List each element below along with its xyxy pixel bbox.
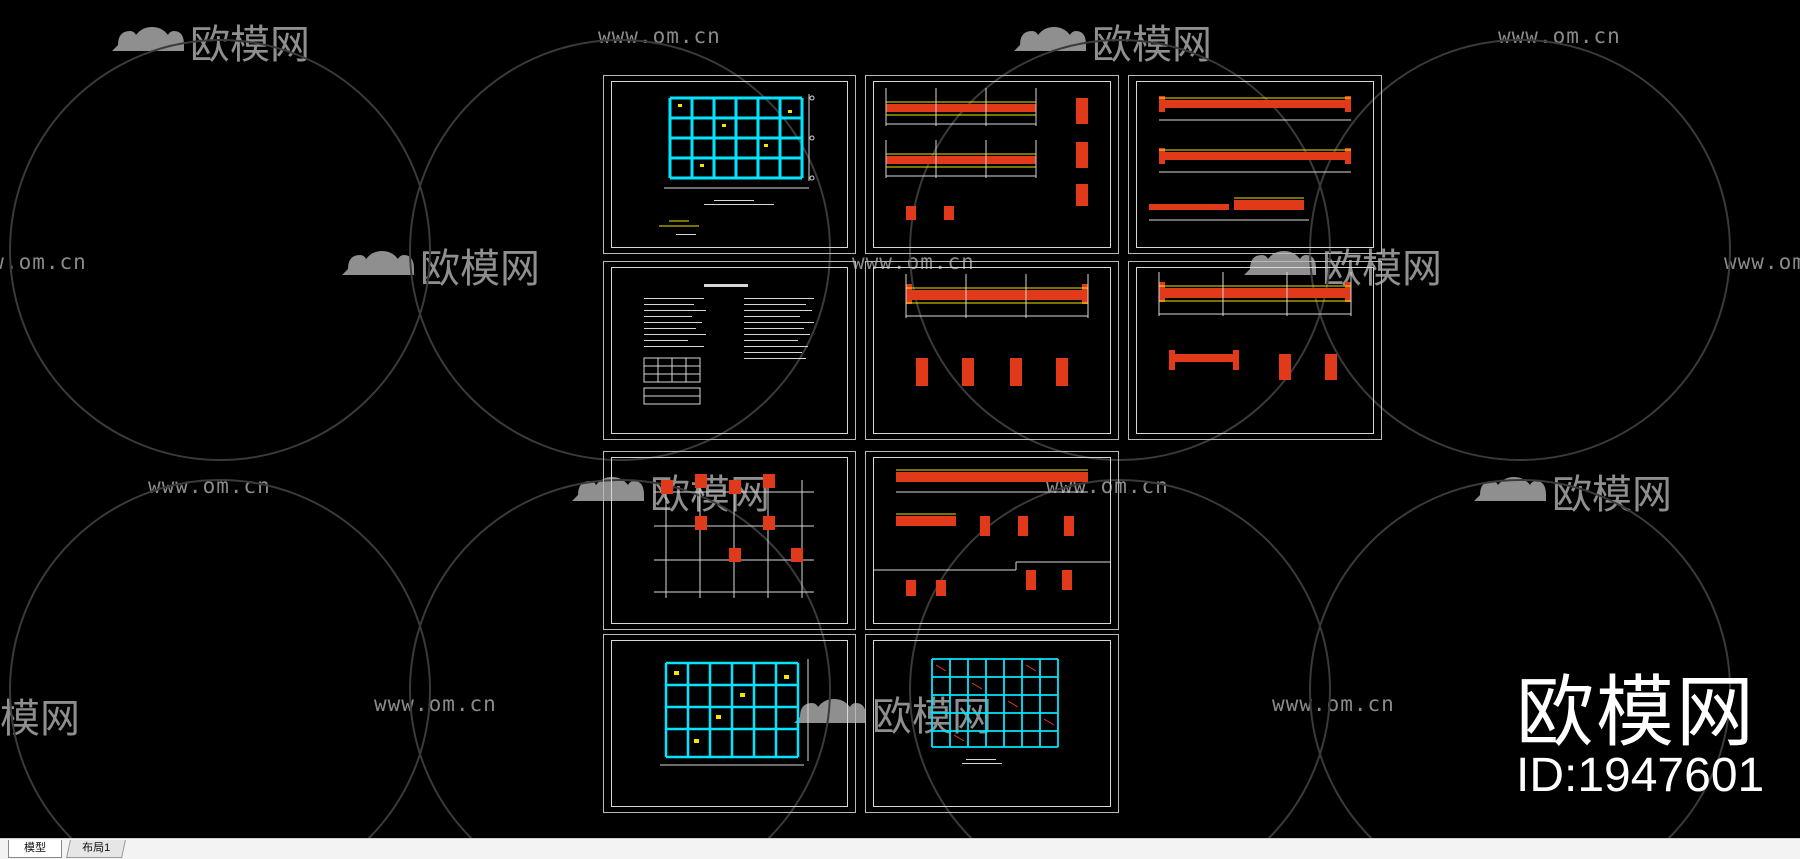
watermark-url: www.om.cn (852, 250, 975, 274)
watermark-logo: 欧模网 (112, 12, 310, 70)
sofa-icon (1014, 27, 1086, 51)
sheet-beam-section-b[interactable] (1128, 75, 1382, 254)
sofa-icon (342, 251, 414, 275)
sheet-slab-plan[interactable] (603, 634, 856, 813)
sofa-icon (1244, 251, 1316, 275)
sheet-beam-section-a[interactable] (865, 75, 1119, 254)
watermark-logo: 欧模网 (1014, 12, 1212, 70)
sofa-icon (794, 699, 866, 723)
grid-plan-drawing (660, 659, 809, 766)
sheet-frame (611, 640, 848, 807)
sheet-beam-section-c[interactable] (865, 261, 1119, 440)
sheet-beam-section-e[interactable] (865, 451, 1119, 630)
sheet-frame (873, 267, 1111, 434)
layout-tab-bar: 模型 布局1 (0, 838, 1800, 859)
sheet-reinforcement-plan[interactable] (865, 634, 1119, 813)
sheet-design-notes[interactable] (603, 261, 856, 440)
sheet-frame (611, 457, 848, 624)
sheet-frame (611, 81, 848, 248)
drawing-canvas[interactable]: 欧模网 www.om.cn 欧模网 www.om.cn www.om.cn 欧模… (0, 0, 1800, 838)
sheet-floor-plan-grid[interactable] (603, 75, 856, 254)
sheet-frame (611, 267, 848, 434)
watermark-url: www.om.cn (1272, 692, 1395, 716)
sheet-frame (1136, 81, 1374, 248)
beam-details-drawing (874, 469, 1110, 596)
sheet-frame (873, 640, 1111, 807)
watermark-logo: 欧模网 (0, 696, 80, 742)
beam-details-drawing (905, 274, 1089, 386)
columns-drawing (654, 474, 814, 598)
watermark-logo: 欧模网 (1244, 236, 1442, 294)
watermark-url: www.om.cn (374, 692, 497, 716)
watermark-url: www.om.cn (0, 250, 87, 274)
beam-details-drawing (1149, 96, 1351, 221)
sheet-frame (1136, 267, 1374, 434)
watermark-logo: 欧模网 (1474, 462, 1672, 520)
brand-id-text: ID:1947601 (1516, 749, 1765, 802)
grid-plan-drawing (659, 94, 815, 235)
beam-details-drawing (885, 88, 1088, 220)
tab-layout1-label: 布局1 (82, 842, 111, 854)
watermark-logo: 欧模网 (342, 236, 540, 294)
sofa-icon (112, 27, 184, 51)
watermark-arcs (9, 39, 1731, 838)
brand-logo-text: 欧模网 (1516, 668, 1757, 758)
tab-model[interactable]: 模型 (8, 840, 62, 858)
watermark-url: www.om.cn (1724, 250, 1800, 274)
sheet-frame (873, 81, 1111, 248)
sheet-column-layout[interactable] (603, 451, 856, 630)
notes-drawing (643, 284, 814, 405)
sofa-icon (1474, 477, 1546, 501)
sheet-frame (873, 457, 1111, 624)
sheet-beam-section-d[interactable] (1128, 261, 1382, 440)
beam-details-drawing (1158, 272, 1352, 380)
tab-layout1[interactable]: 布局1 (66, 840, 126, 858)
rebar-grid-drawing (931, 658, 1059, 764)
